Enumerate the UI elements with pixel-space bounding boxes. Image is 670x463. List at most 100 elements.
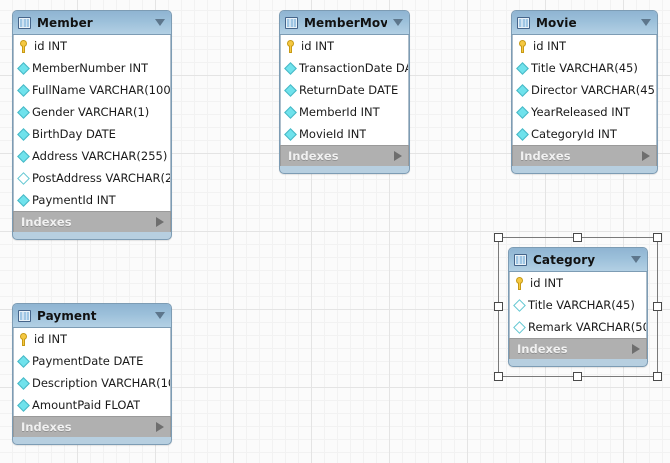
column-label: BirthDay DATE	[32, 127, 116, 141]
column-label: CategoryId INT	[531, 127, 617, 141]
indexes-section-payment[interactable]: Indexes	[13, 416, 171, 437]
table-header-payment[interactable]: Payment	[13, 304, 171, 328]
table-title: Member	[37, 15, 93, 30]
table-header-membermovie[interactable]: MemberMovie	[280, 11, 409, 35]
column-row[interactable]: TransactionDate DATE	[281, 57, 408, 79]
column-row[interactable]: id INT	[513, 35, 656, 57]
triangle-right-icon[interactable]	[632, 344, 640, 354]
column-row[interactable]: Description VARCHAR(100)	[14, 372, 170, 394]
column-label: FullName VARCHAR(100)	[32, 83, 170, 97]
diamond-icon	[284, 61, 297, 75]
diamond-icon	[17, 61, 30, 75]
chevron-down-icon[interactable]	[631, 256, 641, 263]
column-row[interactable]: MovieId INT	[281, 123, 408, 145]
column-row[interactable]: MemberId INT	[281, 101, 408, 123]
table-header-movie[interactable]: Movie	[512, 11, 657, 35]
triangle-right-icon[interactable]	[394, 151, 402, 161]
resize-handle-ne[interactable]	[653, 233, 662, 242]
column-row[interactable]: id INT	[14, 328, 170, 350]
column-label: Title VARCHAR(45)	[528, 298, 635, 312]
er-table-member[interactable]: Member id INT MemberNumber INT FullName VAR…	[12, 10, 172, 240]
column-label: Remark VARCHAR(500)	[528, 320, 646, 334]
indexes-section-member[interactable]: Indexes	[13, 211, 171, 232]
table-icon	[18, 16, 31, 29]
resize-handle-sw[interactable]	[494, 372, 503, 381]
diamond-icon	[17, 83, 30, 97]
column-row[interactable]: id INT	[281, 35, 408, 57]
chevron-down-icon[interactable]	[155, 312, 165, 319]
column-label: Address VARCHAR(255)	[32, 149, 168, 163]
chevron-down-icon[interactable]	[155, 19, 165, 26]
column-row[interactable]: Gender VARCHAR(1)	[14, 101, 170, 123]
resize-handle-se[interactable]	[653, 372, 662, 381]
er-table-membermovie[interactable]: MemberMovie id INT TransactionDate DATE Ret…	[279, 10, 410, 174]
chevron-down-icon[interactable]	[393, 19, 403, 26]
column-label: Description VARCHAR(100)	[32, 376, 170, 390]
diamond-icon	[284, 105, 297, 119]
diamond-icon	[284, 127, 297, 141]
resize-handle-nw[interactable]	[494, 233, 503, 242]
triangle-right-icon[interactable]	[156, 217, 164, 227]
column-row[interactable]: Remark VARCHAR(500)	[510, 316, 646, 338]
column-label: MemberNumber INT	[32, 61, 149, 75]
column-label: id INT	[301, 39, 335, 53]
column-row[interactable]: Title VARCHAR(45)	[510, 294, 646, 316]
table-header-member[interactable]: Member	[13, 11, 171, 35]
column-row[interactable]: id INT	[510, 272, 646, 294]
key-icon	[518, 39, 529, 53]
indexes-section-movie[interactable]: Indexes	[512, 145, 657, 166]
diamond-icon	[516, 127, 529, 141]
table-icon	[514, 253, 527, 266]
resize-handle-w[interactable]	[494, 302, 503, 311]
column-label: TransactionDate DATE	[299, 61, 408, 75]
column-label: MovieId INT	[299, 127, 367, 141]
column-row[interactable]: MemberNumber INT	[14, 57, 170, 79]
column-row[interactable]: Director VARCHAR(45)	[513, 79, 656, 101]
resize-handle-e[interactable]	[653, 302, 662, 311]
table-title: Movie	[536, 15, 577, 30]
er-table-movie[interactable]: Movie id INT Title VARCHAR(45)Director VAR…	[511, 10, 658, 174]
diamond-icon	[516, 83, 529, 97]
indexes-section-category[interactable]: Indexes	[509, 338, 647, 359]
key-icon	[286, 39, 297, 53]
column-label: PaymentId INT	[32, 193, 116, 207]
column-row[interactable]: PaymentDate DATE	[14, 350, 170, 372]
column-row[interactable]: BirthDay DATE	[14, 123, 170, 145]
table-columns-member: id INT MemberNumber INT FullName VARCHAR(1…	[13, 35, 171, 211]
column-row[interactable]: CategoryId INT	[513, 123, 656, 145]
table-header-category[interactable]: Category	[509, 248, 647, 272]
indexes-label: Indexes	[21, 420, 72, 434]
column-row[interactable]: AmountPaid FLOAT	[14, 394, 170, 416]
column-row[interactable]: Address VARCHAR(255)	[14, 145, 170, 167]
chevron-down-icon[interactable]	[641, 19, 651, 26]
resize-handle-n[interactable]	[573, 233, 582, 242]
column-row[interactable]: FullName VARCHAR(100)	[14, 79, 170, 101]
column-row[interactable]: Title VARCHAR(45)	[513, 57, 656, 79]
indexes-label: Indexes	[288, 149, 339, 163]
column-label: id INT	[34, 39, 68, 53]
column-label: id INT	[533, 39, 567, 53]
column-label: ReturnDate DATE	[299, 83, 399, 97]
diamond-icon	[17, 376, 30, 390]
resize-handle-s[interactable]	[573, 372, 582, 381]
column-row[interactable]: PaymentId INT	[14, 189, 170, 211]
diamond-hollow-icon	[513, 298, 526, 312]
column-row[interactable]: PostAddress VARCHAR(255)	[14, 167, 170, 189]
column-row[interactable]: YearReleased INT	[513, 101, 656, 123]
column-label: AmountPaid FLOAT	[32, 398, 141, 412]
column-row[interactable]: ReturnDate DATE	[281, 79, 408, 101]
key-icon	[515, 276, 526, 290]
table-icon	[285, 16, 298, 29]
diamond-icon	[17, 193, 30, 207]
triangle-right-icon[interactable]	[642, 151, 650, 161]
key-icon	[19, 39, 30, 53]
indexes-section-membermovie[interactable]: Indexes	[280, 145, 409, 166]
triangle-right-icon[interactable]	[156, 422, 164, 432]
table-columns-category: id INT Title VARCHAR(45) Remark VARCHAR(50…	[509, 272, 647, 338]
diamond-icon	[17, 354, 30, 368]
column-row[interactable]: id INT	[14, 35, 170, 57]
